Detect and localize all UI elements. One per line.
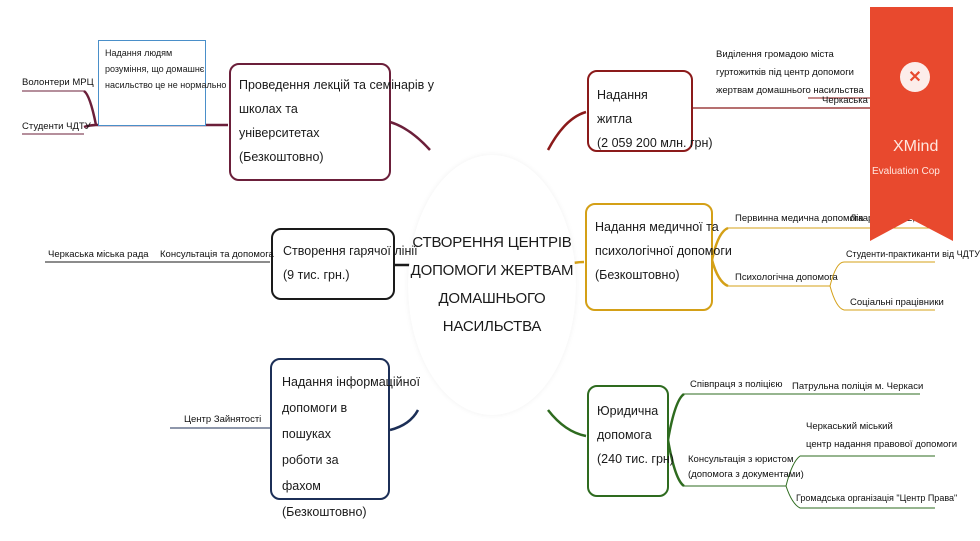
housing-description-line: жертвам домашнього насильства xyxy=(716,85,864,96)
topic-hotline-line: Створення гарячої лінії xyxy=(283,244,418,258)
topic-lectures-line: (Безкоштовно) xyxy=(239,150,324,164)
topic-employment-line: (Безкоштовно) xyxy=(282,505,367,519)
central-topic[interactable]: СТВОРЕННЯ ЦЕНТРІВ ДОПОМОГИ ЖЕРТВАМ ДОМАШ… xyxy=(408,155,576,415)
xmind-watermark-notch xyxy=(870,219,953,241)
connector-lines xyxy=(22,89,935,509)
employment-branch-lines xyxy=(170,409,420,432)
actor-legal-aid-center-line: Черкаський міський xyxy=(806,421,893,432)
central-topic-line: ДОМАШНЬОГО xyxy=(438,290,546,307)
topic-employment-line: допомоги в пошуках xyxy=(282,401,348,441)
actor-social-workers[interactable]: Соціальні працівники xyxy=(850,297,944,308)
xmind-logo-icon: ✕ xyxy=(900,62,930,92)
legal-branch-lines xyxy=(547,392,935,509)
central-topic-line: ДОПОМОГИ ЖЕРТВАМ xyxy=(410,262,574,279)
topic-employment-line: Надання інформаційної xyxy=(282,375,420,389)
actor-volunteers[interactable]: Волонтери МРЦ xyxy=(22,77,94,88)
legal-sub-police[interactable]: Співпраця з поліцією xyxy=(690,379,783,390)
topic-medical-line: Надання медичної та xyxy=(595,220,719,234)
topic-legal-line: допомога xyxy=(597,428,652,442)
topic-lectures-line: Проведення лекцій та семінарів у xyxy=(239,78,434,92)
lectures-goal-line: розуміння, що домашнє xyxy=(105,64,205,74)
legal-sub-lawyer[interactable]: Консультація з юристом (допомога з докум… xyxy=(688,452,804,482)
topic-housing[interactable]: Надання житла (2 059 200 млн. грн) xyxy=(587,70,713,152)
topic-lectures[interactable]: Проведення лекцій та семінарів у школах … xyxy=(229,63,434,181)
topic-medical-line: (Безкоштовно) xyxy=(595,268,680,282)
hotline-branch-lines xyxy=(45,261,410,267)
actor-employment-center[interactable]: Центр Зайнятості xyxy=(184,414,262,425)
topic-legal-line: Юридична xyxy=(597,404,659,418)
legal-sub-lawyer-line: Консультація з юристом xyxy=(688,454,794,465)
mind-map-canvas: СТВОРЕННЯ ЦЕНТРІВ ДОПОМОГИ ЖЕРТВАМ ДОМАШ… xyxy=(22,7,980,519)
actor-legal-aid-center-line: центр надання правової допомоги xyxy=(806,439,958,450)
medical-sub-psychological[interactable]: Психологічна допомога xyxy=(735,272,838,283)
actor-patrol-police[interactable]: Патрульна поліція м. Черкаси xyxy=(792,381,924,392)
hotline-subtopic[interactable]: Консультація та допомога xyxy=(160,249,274,260)
actor-legal-aid-center[interactable]: Черкаський міський центр надання правово… xyxy=(806,418,957,454)
central-topic-line: НАСИЛЬСТВА xyxy=(442,318,542,335)
topic-legal[interactable]: Юридична допомога (240 тис. грн) xyxy=(587,385,674,497)
topic-medical-line: психологічної допомоги xyxy=(595,244,732,258)
topic-housing-line: (2 059 200 млн. грн) xyxy=(597,136,713,150)
topic-medical[interactable]: Надання медичної та психологічної допомо… xyxy=(585,203,732,311)
housing-description-line: Виділення громадою міста xyxy=(716,49,834,60)
topic-housing-line: Надання житла xyxy=(597,88,648,126)
actor-centre-of-law-ngo[interactable]: Громадська організація "Центр Права" xyxy=(796,493,958,503)
actor-student-interns[interactable]: Студенти-практиканти від ЧДТУ xyxy=(846,249,980,259)
xmind-watermark xyxy=(870,7,953,219)
actor-city-council-hotline[interactable]: Черкаська міська рада xyxy=(48,249,149,260)
xmind-evaluation-text: Evaluation Cop xyxy=(872,166,940,177)
topic-legal-line: (240 тис. грн) xyxy=(597,452,674,466)
topic-hotline-line: (9 тис. грн.) xyxy=(283,268,350,282)
housing-description[interactable]: Виділення громадою міста гуртожитків під… xyxy=(716,46,864,100)
topic-employment-line: роботи за фахом xyxy=(282,453,339,493)
topic-hotline[interactable]: Створення гарячої лінії (9 тис. грн.) xyxy=(271,228,418,300)
lectures-goal-box[interactable]: Надання людям розуміння, що домашнє наси… xyxy=(98,40,227,126)
housing-description-line: гуртожитків під центр допомоги xyxy=(716,67,854,78)
lectures-goal-line: насильство це не нормально xyxy=(105,80,227,90)
medical-sub-primary[interactable]: Первинна медична допомога xyxy=(735,213,864,224)
topic-employment[interactable]: Надання інформаційної допомоги в пошуках… xyxy=(270,358,420,519)
legal-sub-lawyer-line: (допомога з документами) xyxy=(688,469,804,480)
xmind-brand: XMind xyxy=(893,138,939,155)
actor-students[interactable]: Студенти ЧДТУ xyxy=(22,121,91,132)
topic-lectures-line: школах та університетах xyxy=(239,102,320,140)
lectures-goal-line: Надання людям xyxy=(105,48,173,58)
central-topic-line: СТВОРЕННЯ ЦЕНТРІВ xyxy=(412,234,572,251)
